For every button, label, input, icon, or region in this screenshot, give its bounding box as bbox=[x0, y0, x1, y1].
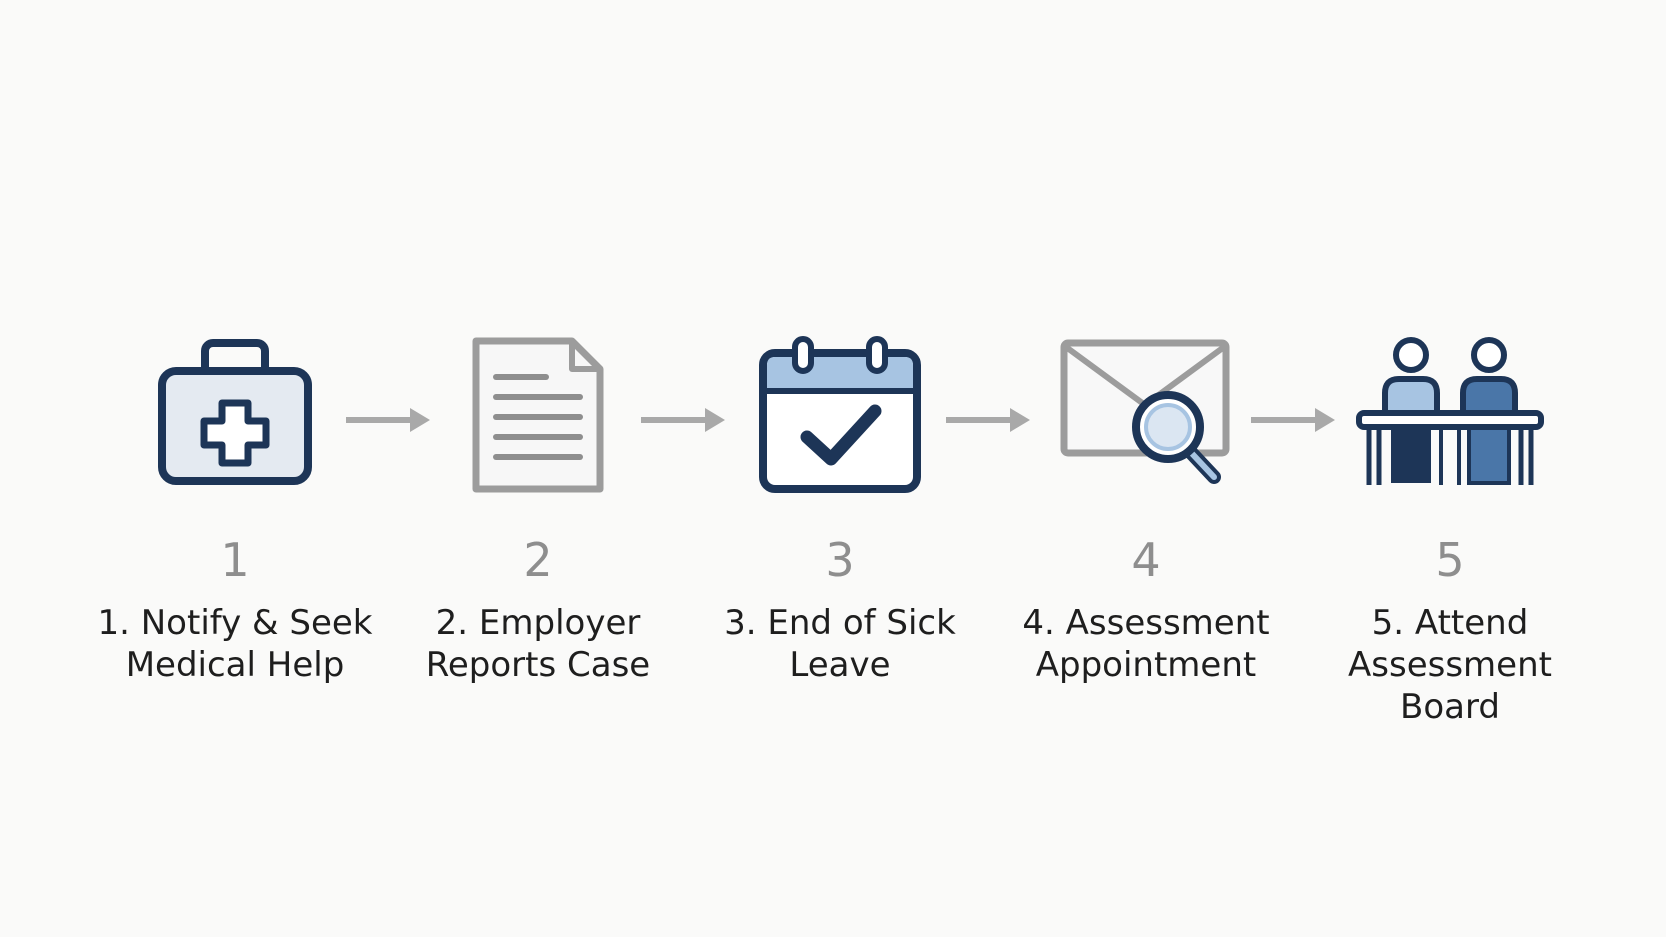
arrow-right-icon bbox=[346, 408, 430, 432]
step-number: 1 bbox=[220, 533, 250, 587]
document-icon bbox=[443, 330, 633, 500]
arrow-right-icon bbox=[946, 408, 1030, 432]
step-number: 4 bbox=[1131, 533, 1161, 587]
step-3: 3 3. End of Sick Leave bbox=[690, 330, 990, 686]
step-number: 2 bbox=[523, 533, 553, 587]
step-label: 5. Attend Assessment Board bbox=[1348, 603, 1552, 727]
step-label: 4. Assessment Appointment bbox=[1022, 603, 1270, 685]
step-label: 1. Notify & Seek Medical Help bbox=[97, 603, 373, 685]
step-1: 1 1. Notify & Seek Medical Help bbox=[85, 330, 385, 686]
step-5: 5 5. Attend Assessment Board bbox=[1300, 330, 1600, 728]
assessment-board-icon bbox=[1355, 330, 1545, 500]
calendar-check-icon bbox=[745, 330, 935, 500]
step-2: 2 2. Employer Reports Case bbox=[388, 330, 688, 686]
step-number: 5 bbox=[1435, 533, 1465, 587]
first-aid-kit-icon bbox=[140, 330, 330, 500]
step-label: 3. End of Sick Leave bbox=[724, 603, 956, 685]
arrow-right-icon bbox=[1251, 408, 1335, 432]
step-4: 4 4. Assessment Appointment bbox=[996, 330, 1296, 686]
step-number: 3 bbox=[825, 533, 855, 587]
envelope-search-icon bbox=[1051, 330, 1241, 500]
arrow-right-icon bbox=[641, 408, 725, 432]
step-label: 2. Employer Reports Case bbox=[425, 603, 651, 685]
